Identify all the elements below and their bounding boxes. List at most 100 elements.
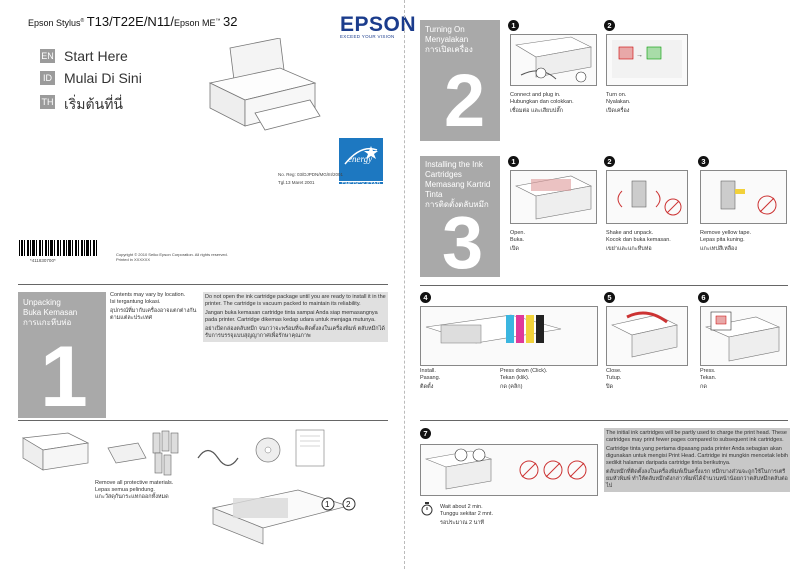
barcode-number: *411830700* (30, 258, 56, 263)
divider-install (420, 285, 788, 286)
ink-step-1-badge: 1 (508, 156, 519, 167)
press-down-text: Press down (Click). Tekan (klik). กด (คล… (500, 368, 547, 391)
wait-en: Wait about 2 min. (440, 504, 483, 510)
turnon-th: เปิดเครื่อง (606, 108, 630, 114)
wait-text: Wait about 2 min. Tunggu sekitar 2 mnt. … (440, 504, 493, 527)
note-en: The initial ink cartridges will be partl… (606, 430, 787, 443)
lang-code-en: EN (40, 49, 55, 63)
connect-en: Connect and plug in. (510, 92, 561, 98)
note-id: Cartridge tinta yang pertama dipasang pa… (606, 446, 788, 466)
open-illustration (510, 170, 597, 224)
box-contents-illustration: 1 2 (21, 429, 356, 545)
ink-warning-th: อย่าเปิดกล่องตลับหมึก จนกว่าจะพร้อมที่จะ… (205, 326, 385, 339)
initial-cartridge-note: The initial ink cartridges will be partl… (604, 428, 790, 492)
step-number-2: 2 (444, 59, 486, 142)
ink-step-4-badge: 4 (420, 292, 431, 303)
ink-step-6-badge: 6 (698, 292, 709, 303)
svg-text:→: → (636, 52, 643, 59)
tape-id: Lepas pita kuning. (700, 237, 745, 243)
power-on-illustration: → (606, 34, 688, 86)
shake-illustration (606, 170, 688, 224)
ink-step-1-text: Open. Buka. เปิด (510, 230, 525, 253)
note-th: ตลับหมึกที่ติดตั้งลงในเครื่องพิมพ์เป็นคร… (606, 469, 788, 489)
shake-id: Kocok dan buka kemasan. (606, 237, 671, 243)
page-fold-line (404, 0, 405, 569)
connect-illustration (510, 34, 597, 86)
turning-on-title-th: การเปิดเครื่อง (425, 45, 473, 54)
thai-title: เริ่มต้นที่นี่ (64, 96, 123, 112)
contents-note-id: Isi tergantung lokasi. (110, 299, 161, 305)
press-en: Press. (700, 368, 716, 374)
lang-code-id: ID (40, 71, 55, 85)
ink-step-5-badge: 5 (604, 292, 615, 303)
divider-contents (18, 420, 388, 421)
contents-note: Contents may vary by location. Isi terga… (110, 292, 198, 322)
ink-step-5-text: Close. Tutup. ปิด (606, 368, 622, 391)
ink-step-6-text: Press. Tekan. กด (700, 368, 716, 391)
tape-th: แกะเทปสีเหลือง (700, 246, 738, 252)
shake-en: Shake and unpack. (606, 230, 654, 236)
contents-note-th: อุปกรณ์ที่มากับเครื่องอาจแตกต่างกันตามแต… (110, 308, 197, 321)
tape-en: Remove yellow tape. (700, 230, 752, 236)
energy-star-label: ENERGY STAR (339, 181, 383, 188)
turning-on-panel: Turning On Menyalakan การเปิดเครื่อง 2 (420, 20, 500, 141)
install-illustration (420, 306, 598, 366)
mulai-title: Mulai Di Sini (64, 70, 142, 86)
printer-illustration (208, 38, 321, 131)
open-en: Open. (510, 230, 525, 236)
ink-step-2-badge: 2 (604, 156, 615, 167)
barcode-image (19, 240, 97, 256)
epson-tagline: EXCEED YOUR VISION (340, 34, 395, 39)
epson-logo: EPSON (340, 13, 417, 36)
ink-step-3-text: Remove yellow tape. Lepas pita kuning. แ… (700, 230, 751, 253)
contents-note-en: Contents may vary by location. (110, 292, 186, 298)
installing-panel: Installing the Ink Cartridges Memasang K… (420, 156, 500, 280)
svg-text:1: 1 (325, 500, 330, 509)
remove-note-en: Remove all protective materials. (95, 480, 174, 486)
svg-text:energy: energy (348, 154, 372, 164)
press-down-en: Press down (Click). (500, 368, 548, 374)
reg-date: Tgl.13 Maret 2001 (278, 180, 315, 185)
copyright-line1: Copyright © 2010 Seiko Epson Corporation… (116, 252, 228, 257)
charging-illustration (420, 444, 598, 496)
installing-title-id: Memasang Kartrid Tinta (425, 180, 491, 199)
installing-title-en: Installing the Ink Cartridges (425, 160, 483, 179)
energy-star-icon: energy (344, 146, 378, 165)
turnon-step-2-badge: 2 (604, 20, 615, 31)
press-down-th: กด (คลิก) (500, 384, 523, 390)
model-title: Epson Stylus® T13/T22E/N11/Epson ME™ 32 (28, 14, 238, 29)
close-id: Tutup. (606, 375, 622, 381)
ink-warning: Do not open the ink cartridge package un… (203, 292, 388, 342)
close-illustration (606, 306, 688, 366)
connect-id: Hubungkan dan colokkan. (510, 99, 574, 105)
press-th: กด (700, 384, 707, 390)
connect-th: เชื่อมต่อ และเสียบปลั๊ก (510, 108, 563, 114)
turning-on-title-en: Turning On (425, 25, 465, 34)
remove-note-th: แกะวัสดุกันกระแทกออกทั้งหมด (95, 494, 169, 500)
energy-star-badge: energy ENERGY STAR (339, 138, 383, 188)
close-th: ปิด (606, 384, 614, 390)
turnon-step-2-text: Turn on. Nyalakan. เปิดเครื่อง (606, 92, 630, 115)
lang-code-th: TH (40, 95, 55, 109)
ink-step-4-text: Install. Pasang. ติดตั้ง (420, 368, 440, 391)
turnon-en: Turn on. (606, 92, 627, 98)
wait-id: Tunggu sekitar 2 mnt. (440, 511, 493, 517)
remove-protective-note: Remove all protective materials. Lepas s… (95, 480, 174, 501)
press-id: Tekan. (700, 375, 717, 381)
install-th: ติดตั้ง (420, 384, 434, 390)
installing-title-th: การติดตั้งตลับหมึก (425, 200, 489, 209)
divider-step7 (420, 420, 788, 421)
ink-step-3-badge: 3 (698, 156, 709, 167)
ink-warning-en: Do not open the ink cartridge package un… (205, 294, 386, 307)
turning-on-title-id: Menyalakan (425, 35, 469, 44)
unpacking-panel: Unpacking Buka Kemasan การแกะหีบห่อ 1 (18, 292, 106, 425)
timer-icon (421, 502, 433, 516)
unpacking-title-th: การแกะหีบห่อ (23, 318, 72, 327)
unpacking-title-en: Unpacking (23, 298, 61, 307)
divider-unpacking (18, 284, 388, 285)
copyright-line2: Printed in XXXXXX (116, 257, 151, 262)
shake-th: เขย่าและแกะหีบห่อ (606, 246, 652, 252)
step-number-1: 1 (40, 329, 88, 425)
open-th: เปิด (510, 246, 519, 252)
open-id: Buka. (510, 237, 525, 243)
